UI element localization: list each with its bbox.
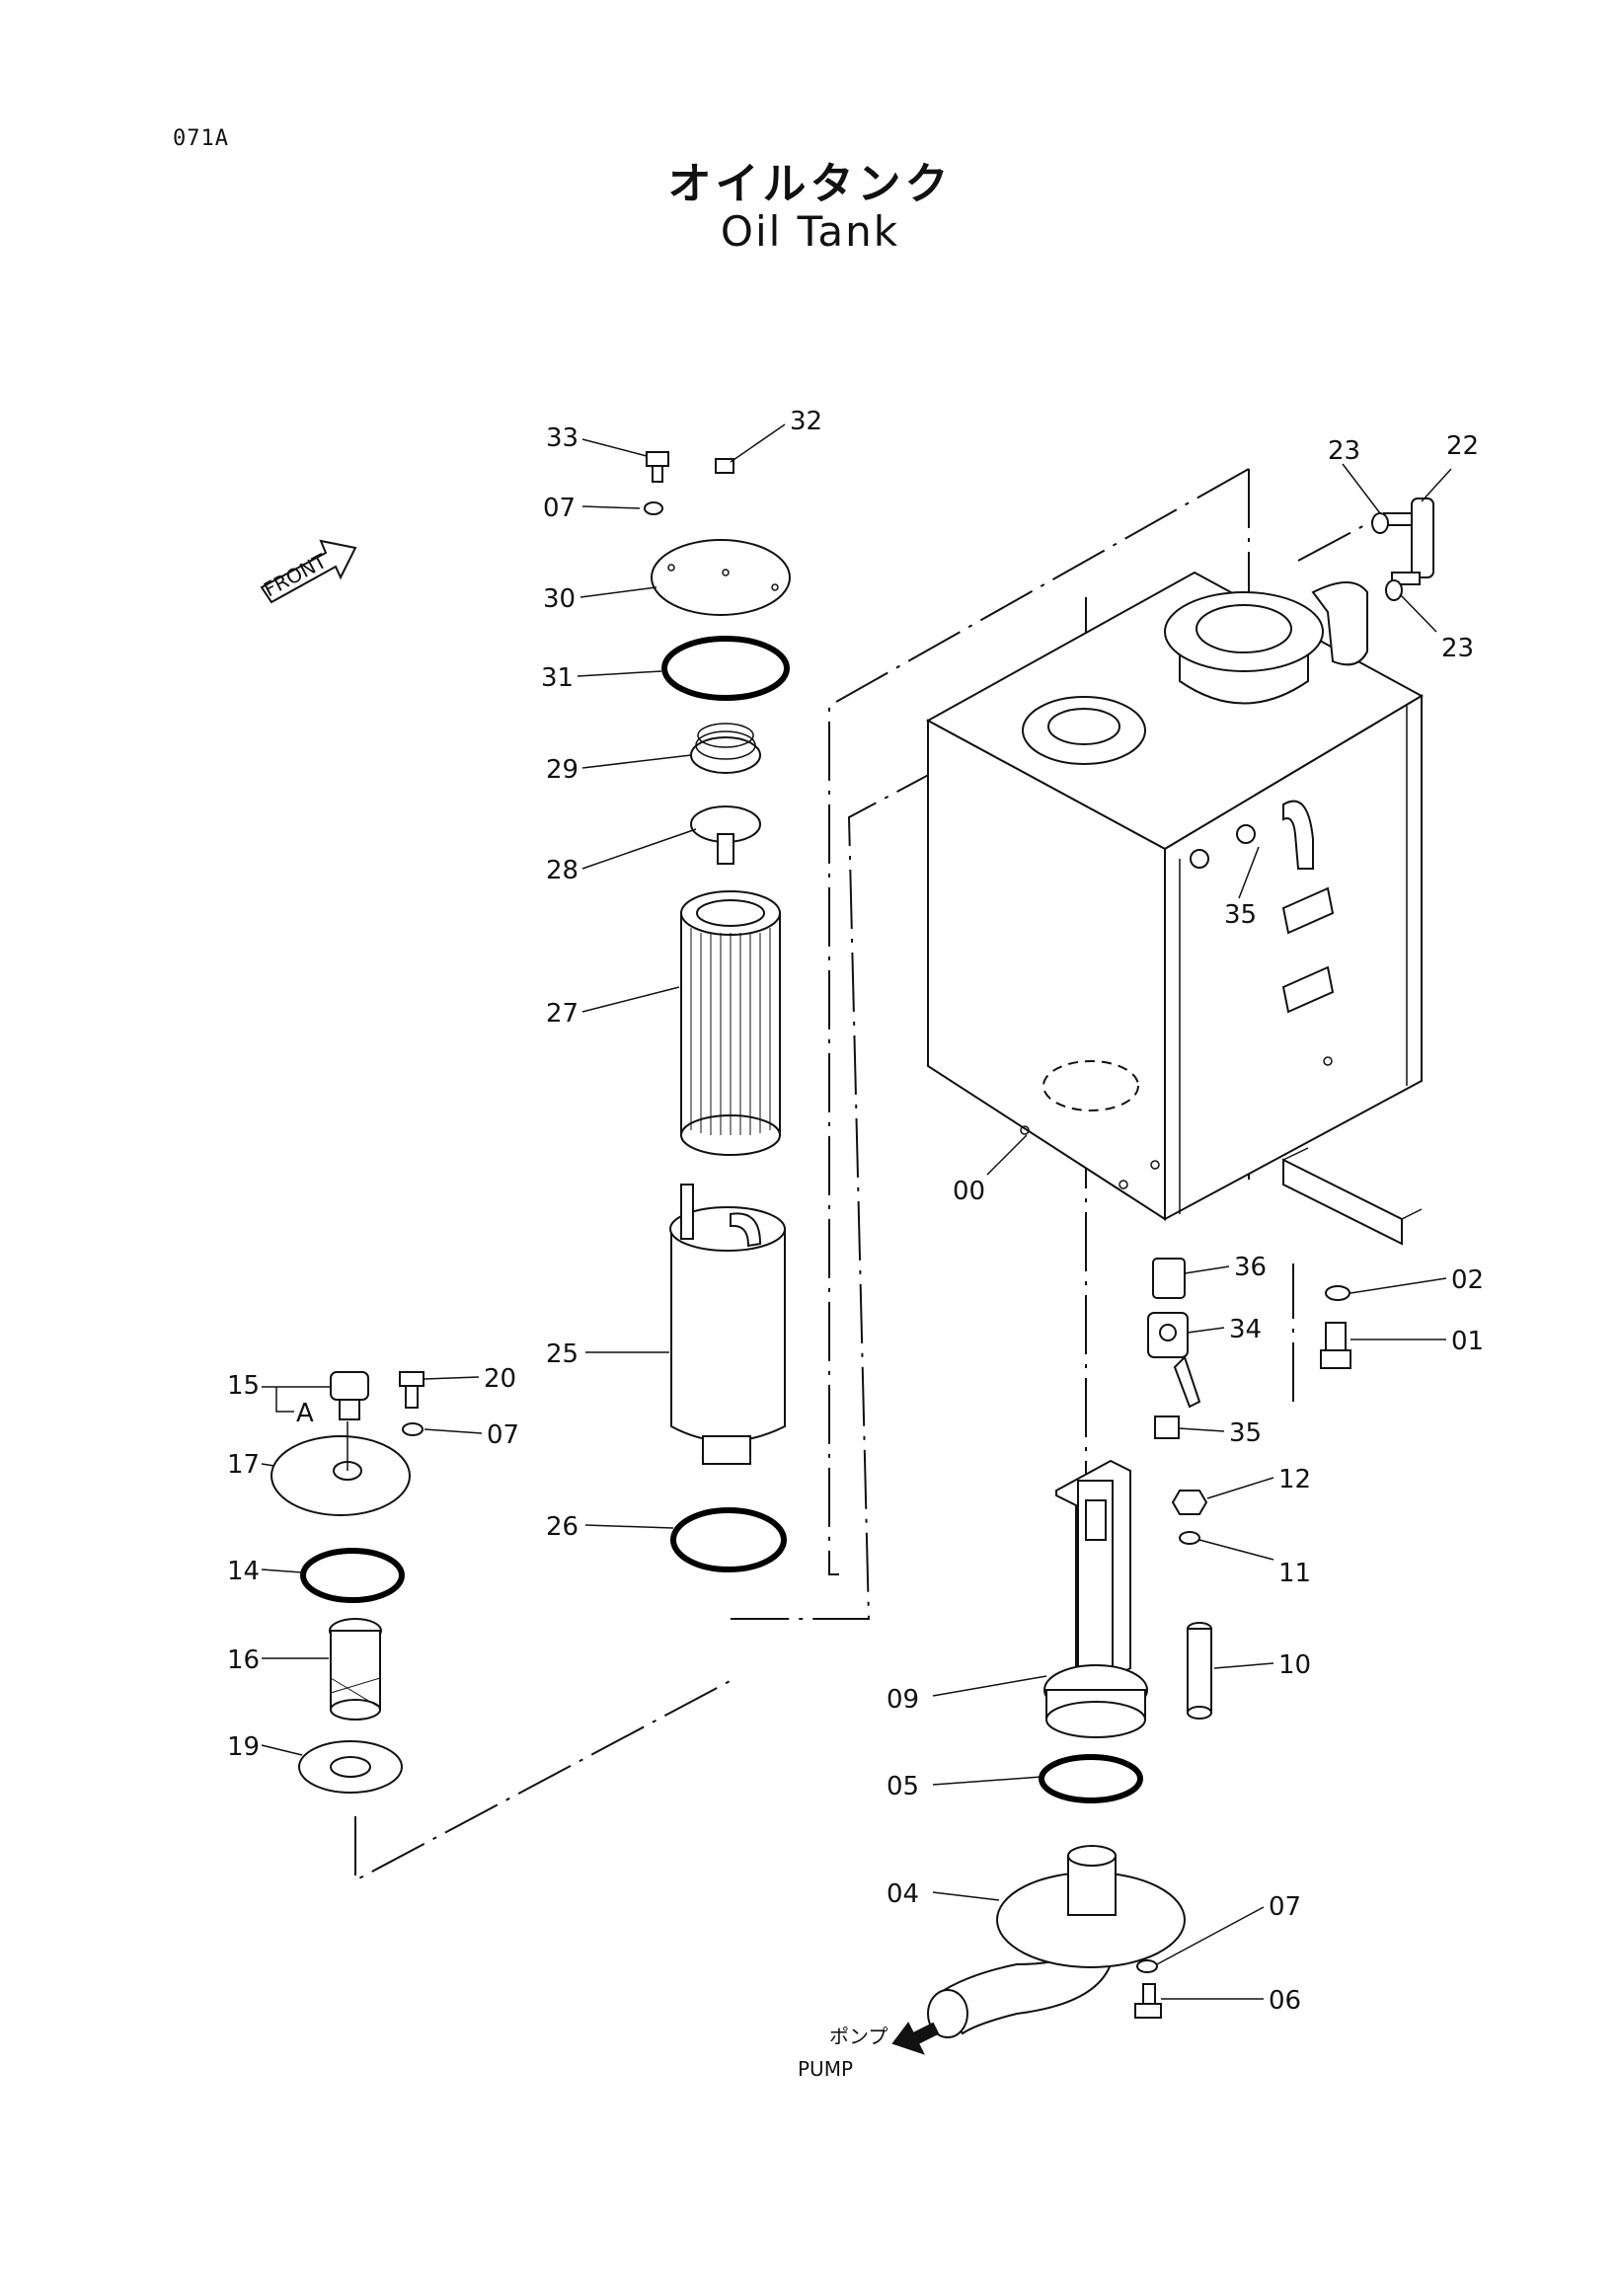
- callout-35-b: 35: [1229, 1418, 1262, 1448]
- nut-12-icon: [1171, 1490, 1208, 1515]
- o-ring-31: [661, 636, 790, 701]
- cover-17: [270, 1421, 411, 1516]
- callout-36: 36: [1234, 1253, 1267, 1282]
- callout-07-b: 07: [487, 1420, 519, 1450]
- strainer-16: [329, 1618, 382, 1721]
- callout-12: 12: [1278, 1465, 1311, 1494]
- callout-27: 27: [546, 999, 579, 1029]
- callout-23-b: 23: [1441, 634, 1474, 663]
- washer-11-icon: [1179, 1531, 1200, 1545]
- bolt-20-icon: [399, 1371, 424, 1409]
- callout-11: 11: [1278, 1559, 1311, 1588]
- callout-05: 05: [887, 1772, 919, 1801]
- callout-01: 01: [1451, 1327, 1484, 1356]
- bolt-33-icon: [646, 451, 669, 483]
- callout-25: 25: [546, 1339, 579, 1369]
- filter-element-27: [680, 890, 781, 1156]
- pump-arrow-icon: [891, 2022, 940, 2055]
- callout-06: 06: [1269, 1986, 1301, 2016]
- callout-09: 09: [887, 1685, 919, 1715]
- o-ring-14: [300, 1548, 405, 1603]
- callout-26: 26: [546, 1512, 579, 1542]
- callout-00: 00: [953, 1177, 985, 1206]
- callout-23-a: 23: [1328, 436, 1360, 466]
- callout-20: 20: [484, 1364, 516, 1394]
- filter-case-25: [669, 1184, 786, 1465]
- callout-04: 04: [887, 1879, 919, 1909]
- callout-22: 22: [1446, 431, 1479, 461]
- callout-34: 34: [1229, 1315, 1262, 1344]
- callout-28: 28: [546, 856, 579, 885]
- elbow-36: [1152, 1258, 1186, 1299]
- front-arrow-icon: FRONT: [260, 539, 357, 604]
- o-ring-05: [1039, 1754, 1143, 1803]
- callout-labels: 33 32 07 30 31 29 28 27 25 26 23 22 23 3…: [227, 407, 1484, 2081]
- washer-07-c-icon: [1136, 1959, 1158, 1973]
- title-english: Oil Tank: [720, 207, 900, 256]
- washer-07-b-icon: [402, 1422, 424, 1436]
- callout-15: 15: [227, 1371, 260, 1401]
- valve-34: [1147, 1312, 1201, 1409]
- oil-tank-body: [925, 571, 1425, 1246]
- callout-35-a: 35: [1224, 900, 1257, 930]
- bracket-09: [1043, 1459, 1148, 1738]
- page-code: 071A: [173, 126, 229, 151]
- valve-seat-28: [690, 805, 761, 865]
- washer-02-icon: [1325, 1285, 1350, 1301]
- callout-02: 02: [1451, 1265, 1484, 1295]
- callout-19: 19: [227, 1732, 260, 1762]
- plate-19: [298, 1740, 403, 1794]
- washer-23-b-icon: [1385, 579, 1403, 601]
- o-ring-26: [670, 1507, 787, 1572]
- washer-23-a-icon: [1371, 512, 1389, 534]
- cover-plate-30: [651, 539, 791, 616]
- suction-pipe-04: [927, 1845, 1186, 2038]
- sub-label-a: A: [296, 1399, 314, 1428]
- spring-29: [690, 723, 761, 774]
- callout-16: 16: [227, 1645, 260, 1675]
- bolt-06-icon: [1134, 1983, 1162, 2019]
- callout-07-c: 07: [1269, 1892, 1301, 1922]
- callout-32: 32: [790, 407, 822, 436]
- bracket-22: [1383, 497, 1434, 585]
- plug-35-icon: [1154, 1416, 1180, 1439]
- washer-07-icon: [644, 501, 663, 515]
- front-label: FRONT: [260, 549, 331, 602]
- spacer-10: [1187, 1622, 1212, 1720]
- callout-29: 29: [546, 755, 579, 785]
- callout-33: 33: [546, 423, 579, 453]
- callout-17: 17: [227, 1450, 260, 1480]
- pump-label-japanese: ポンプ: [829, 2025, 887, 2048]
- callout-10: 10: [1278, 1650, 1311, 1680]
- leader-lines: [261, 423, 1452, 2000]
- callout-07-a: 07: [543, 494, 576, 523]
- bolt-01-icon: [1320, 1322, 1351, 1369]
- plug-32-icon: [715, 458, 734, 474]
- pump-label-english: PUMP: [798, 2057, 853, 2081]
- callout-14: 14: [227, 1557, 260, 1586]
- callout-30: 30: [543, 584, 576, 614]
- title-japanese: オイルタンク: [667, 159, 953, 209]
- callout-31: 31: [541, 663, 574, 693]
- breather-15: [330, 1371, 369, 1420]
